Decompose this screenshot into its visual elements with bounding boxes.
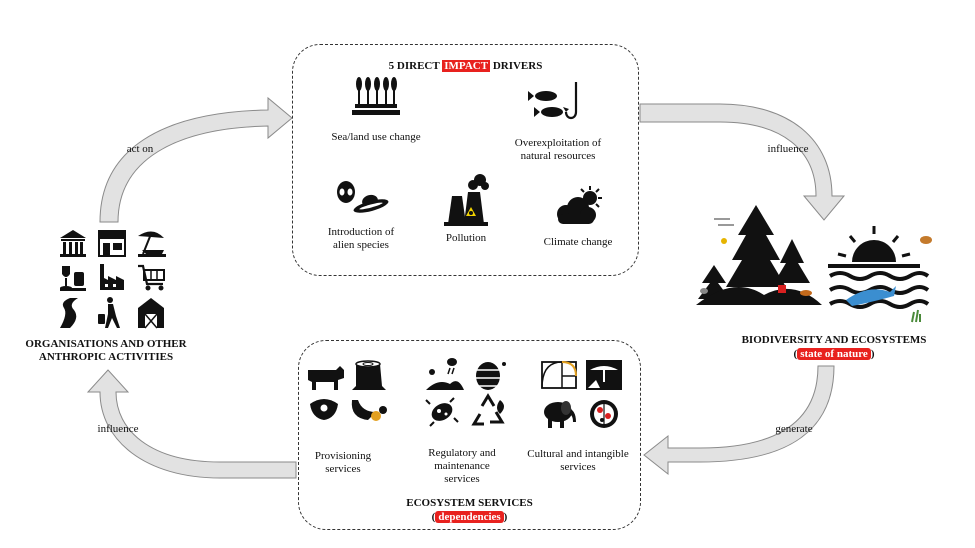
driver-overexploitation-label: Overexploitation of natural resources — [514, 137, 602, 162]
biodiversity-title: BIODIVERSITY AND ECOSYSTEMS — [741, 334, 927, 346]
tree-stump-icon — [352, 360, 386, 390]
state-of-nature-badge: state of nature — [797, 348, 871, 360]
bank-icon — [60, 230, 86, 257]
shopping-cart-icon — [138, 264, 165, 291]
barn-icon — [138, 298, 164, 329]
arrow-label-influence-bottom: influence — [97, 423, 139, 435]
impact-drivers-box — [292, 44, 639, 276]
ecosystem-services-title: ECOSYSTEM SERVICES — [406, 497, 533, 509]
oyster-pearl-icon — [310, 399, 338, 420]
driver-pollution-label: Pollution — [445, 232, 487, 244]
provisioning-label: Provisioning services — [314, 450, 372, 475]
cow-icon — [308, 366, 344, 390]
factory-icon — [100, 264, 124, 290]
beehive-icon — [476, 362, 506, 390]
arrow-label-influence-top: influence — [767, 143, 809, 155]
nuclear-plant-icon — [444, 174, 489, 226]
cultural-icon-grid — [541, 360, 622, 428]
ecosystem-services-box — [298, 340, 641, 530]
savanna-icon — [586, 360, 622, 390]
wine-food-icon — [60, 266, 86, 291]
cornucopia-icon — [351, 400, 387, 421]
traveler-icon — [98, 297, 120, 328]
biodiversity-subtitle-wrap: (state of nature) — [793, 348, 875, 360]
driver-climate-label: Climate change — [543, 236, 613, 248]
recycle-icon — [471, 393, 505, 426]
ecosystem-services-subtitle-wrap: (dependencies) — [431, 511, 508, 523]
organisations-icon-grid — [60, 230, 166, 329]
provisioning-icon-grid — [308, 360, 387, 421]
arrow-label-act-on: act on — [126, 143, 154, 155]
cloud-sun-icon — [557, 186, 602, 224]
organisations-title: ORGANISATIONS AND OTHER ANTHROPIC ACTIVI… — [25, 338, 187, 363]
forest-icon — [696, 205, 822, 305]
arrow-label-generate: generate — [775, 423, 813, 435]
shop-icon — [98, 230, 126, 257]
driver-alien-label: Introduction of alien species — [327, 226, 395, 251]
alien-ufo-icon — [337, 181, 389, 213]
sun-sea-icon — [828, 226, 932, 323]
arrow-act-on — [99, 96, 293, 223]
pizza-icon — [590, 400, 618, 428]
dependencies-badge: dependencies — [435, 511, 504, 523]
driver-land-use-label: Sea/land use change — [331, 131, 421, 143]
golden-ratio-icon — [541, 361, 577, 389]
arrow-generate — [643, 365, 835, 476]
wheat-field-icon — [352, 77, 400, 115]
cultural-label: Cultural and intangible services — [527, 448, 629, 473]
elephant-icon — [544, 401, 576, 428]
arrow-influence-top — [639, 103, 846, 221]
impact-highlight: IMPACT — [442, 60, 491, 72]
fish-hook-icon — [528, 82, 578, 120]
bacteria-icon — [425, 397, 459, 427]
road-icon — [60, 298, 78, 328]
arrow-influence-bottom — [86, 369, 297, 479]
regulatory-icon-grid — [425, 358, 506, 427]
impact-drivers-title: 5 DIRECT IMPACT DRIVERS — [388, 60, 543, 72]
beach-icon — [138, 231, 166, 257]
regulatory-label: Regulatory and maintenance services — [428, 447, 496, 485]
rain-landscape-icon — [426, 358, 464, 390]
